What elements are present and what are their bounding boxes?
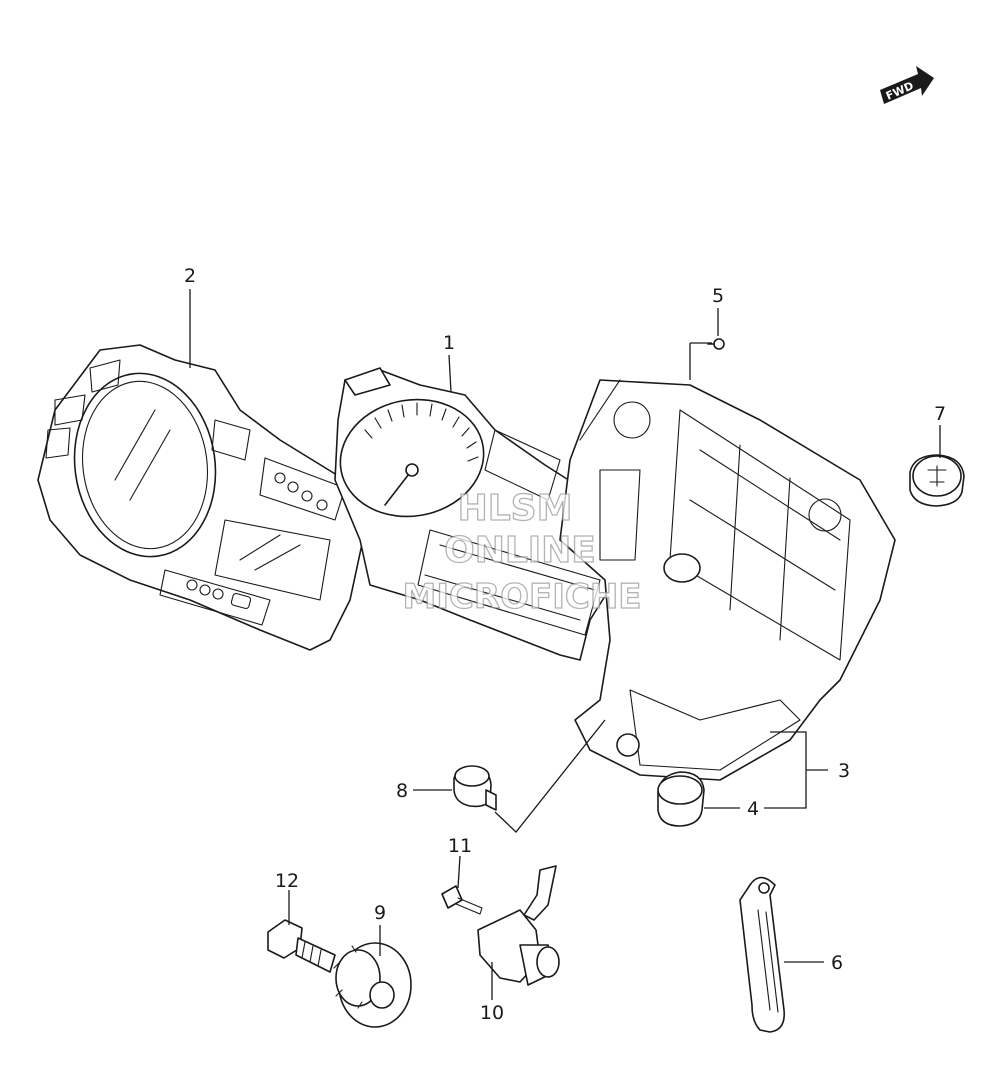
callout-8: 8 [396,780,408,802]
screw-part-5 [707,338,725,350]
callout-11: 11 [448,835,472,857]
gear-washer-part [333,942,412,1028]
callout-1: 1 [443,332,455,354]
meter-cover-part [37,344,366,651]
watermark-line1: HLSM [458,488,573,529]
callout-3: 3 [838,760,850,782]
speed-sensor-part [477,865,560,986]
watermark: HLSM ONLINE MICROFICHE [402,487,642,617]
bolt-part-11 [441,885,483,915]
leader-lines [189,289,941,1000]
callout-2: 2 [184,265,196,287]
bolt-part-8 [453,765,497,811]
callout-12: 12 [275,870,299,892]
grommet-part [657,771,705,827]
callout-4: 4 [747,798,759,820]
callout-10: 10 [480,1002,504,1024]
callout-6: 6 [831,952,843,974]
callout-9: 9 [374,902,386,924]
meter-panel-part [559,379,896,781]
watermark-line2: ONLINE [444,530,596,571]
meter-assembly-part [334,367,626,661]
bolt-part-12 [267,919,336,973]
watermark-line3: MICROFICHE [402,577,641,617]
callout-numbers: 1 2 3 4 5 6 7 8 9 10 11 12 [184,265,946,1024]
cap-part-7 [909,454,965,507]
fwd-arrow-icon: FWD [880,66,934,104]
callout-7: 7 [934,403,946,425]
clamp-band-part [739,876,786,1033]
callout-5: 5 [712,285,724,307]
